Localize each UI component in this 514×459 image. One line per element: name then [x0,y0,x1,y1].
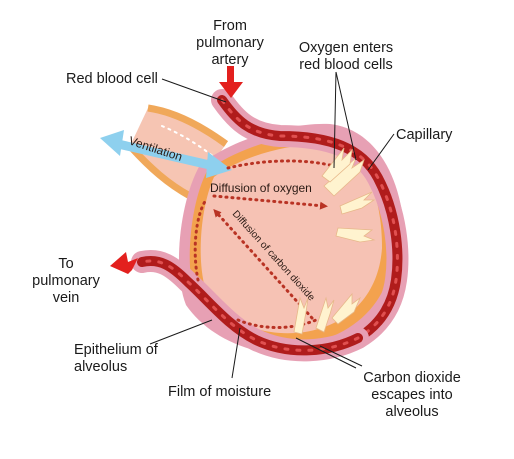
arrow-to-vein [110,252,138,274]
label-film-moisture: Film of moisture [168,384,271,400]
label-oxygen-enters: Oxygen enters red blood cells [299,40,393,73]
label-from-artery: From pulmonary artery [196,18,264,68]
dotted-arrow-oxygen [212,194,328,210]
label-co2-escapes: Carbon dioxide escapes into alveolus [363,370,461,420]
label-capillary: Capillary [396,127,453,143]
svg-text:pulmonary: pulmonary [32,273,100,289]
svg-text:pulmonary: pulmonary [196,35,264,51]
oxygen-arrows [321,147,376,243]
svg-text:Epithelium of: Epithelium of [74,342,159,358]
leader-lines [149,71,395,379]
svg-text:escapes into: escapes into [371,387,452,403]
svg-text:vein: vein [53,290,80,306]
label-epithelium: Epithelium of alveolus [74,342,159,375]
ventilation-arrow [100,130,232,178]
svg-text:alveolus: alveolus [385,404,438,420]
diffusion-oxygen-label: Diffusion of oxygen [210,181,312,195]
svg-text:Carbon dioxide: Carbon dioxide [363,370,461,386]
dotted-arrow-bottom [236,318,318,329]
label-to-vein: To pulmonary vein [32,256,100,306]
svg-text:To: To [58,256,73,272]
svg-text:alveolus: alveolus [74,359,127,375]
svg-text:Oxygen enters: Oxygen enters [299,40,393,56]
label-red-blood-cell: Red blood cell [66,71,158,87]
svg-text:red blood cells: red blood cells [299,57,393,73]
arrow-from-artery [219,66,243,98]
svg-text:artery: artery [211,52,249,68]
co2-arrows [293,292,361,335]
dotted-arrow-co2 [213,209,314,320]
svg-text:From: From [213,18,247,34]
